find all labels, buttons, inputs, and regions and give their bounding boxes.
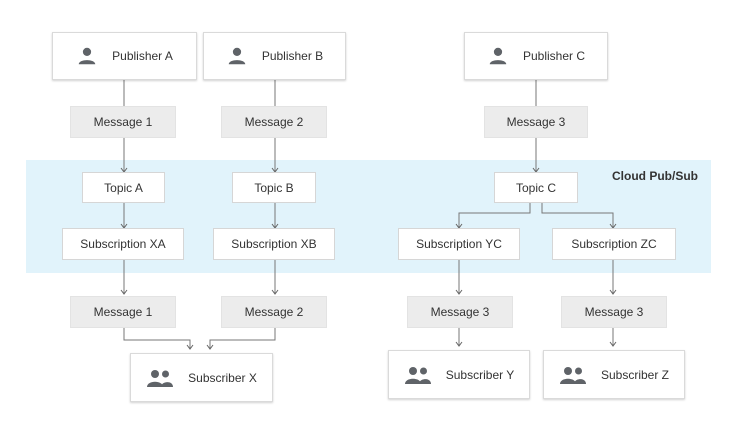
message-in-3: Message 3 xyxy=(484,106,588,138)
subscriber-y-label: Subscriber Y xyxy=(445,367,515,382)
group-icon xyxy=(559,366,586,384)
person-icon xyxy=(489,47,507,65)
publisher-a-label: Publisher A xyxy=(112,49,173,63)
message-in-1: Message 1 xyxy=(70,106,176,138)
subscription-xb: Subscription XB xyxy=(213,228,335,260)
message-out-3-z: Message 3 xyxy=(561,296,667,328)
arrow xyxy=(123,328,194,350)
subscriber-z: Subscriber Z xyxy=(543,350,685,399)
subscription-zc: Subscription ZC xyxy=(552,228,676,260)
message-out-1: Message 1 xyxy=(70,296,176,328)
arrow xyxy=(541,203,617,229)
subscription-xa: Subscription XA xyxy=(62,228,184,260)
topic-a: Topic A xyxy=(82,172,165,203)
arrow xyxy=(206,328,276,350)
subscription-yc: Subscription YC xyxy=(398,228,520,260)
publisher-c: Publisher C xyxy=(464,32,608,80)
arrow xyxy=(455,203,531,229)
cloud-pubsub-label: Cloud Pub/Sub xyxy=(612,169,698,183)
publisher-c-label: Publisher C xyxy=(522,49,586,63)
publisher-b-label: Publisher B xyxy=(261,49,324,63)
message-out-3-y: Message 3 xyxy=(407,296,513,328)
subscriber-x-label: Subscriber X xyxy=(188,370,257,385)
message-out-2: Message 2 xyxy=(221,296,327,328)
person-icon xyxy=(228,47,246,65)
topic-b: Topic B xyxy=(232,172,316,203)
topic-c: Topic C xyxy=(494,172,578,203)
subscriber-y: Subscriber Y xyxy=(388,350,530,399)
person-icon xyxy=(78,47,96,65)
group-icon xyxy=(404,366,431,384)
subscriber-z-label: Subscriber Z xyxy=(600,367,670,382)
publisher-b: Publisher B xyxy=(203,32,346,80)
group-icon xyxy=(147,369,174,387)
publisher-a: Publisher A xyxy=(52,32,197,80)
message-in-2: Message 2 xyxy=(221,106,327,138)
subscriber-x: Subscriber X xyxy=(130,353,273,402)
